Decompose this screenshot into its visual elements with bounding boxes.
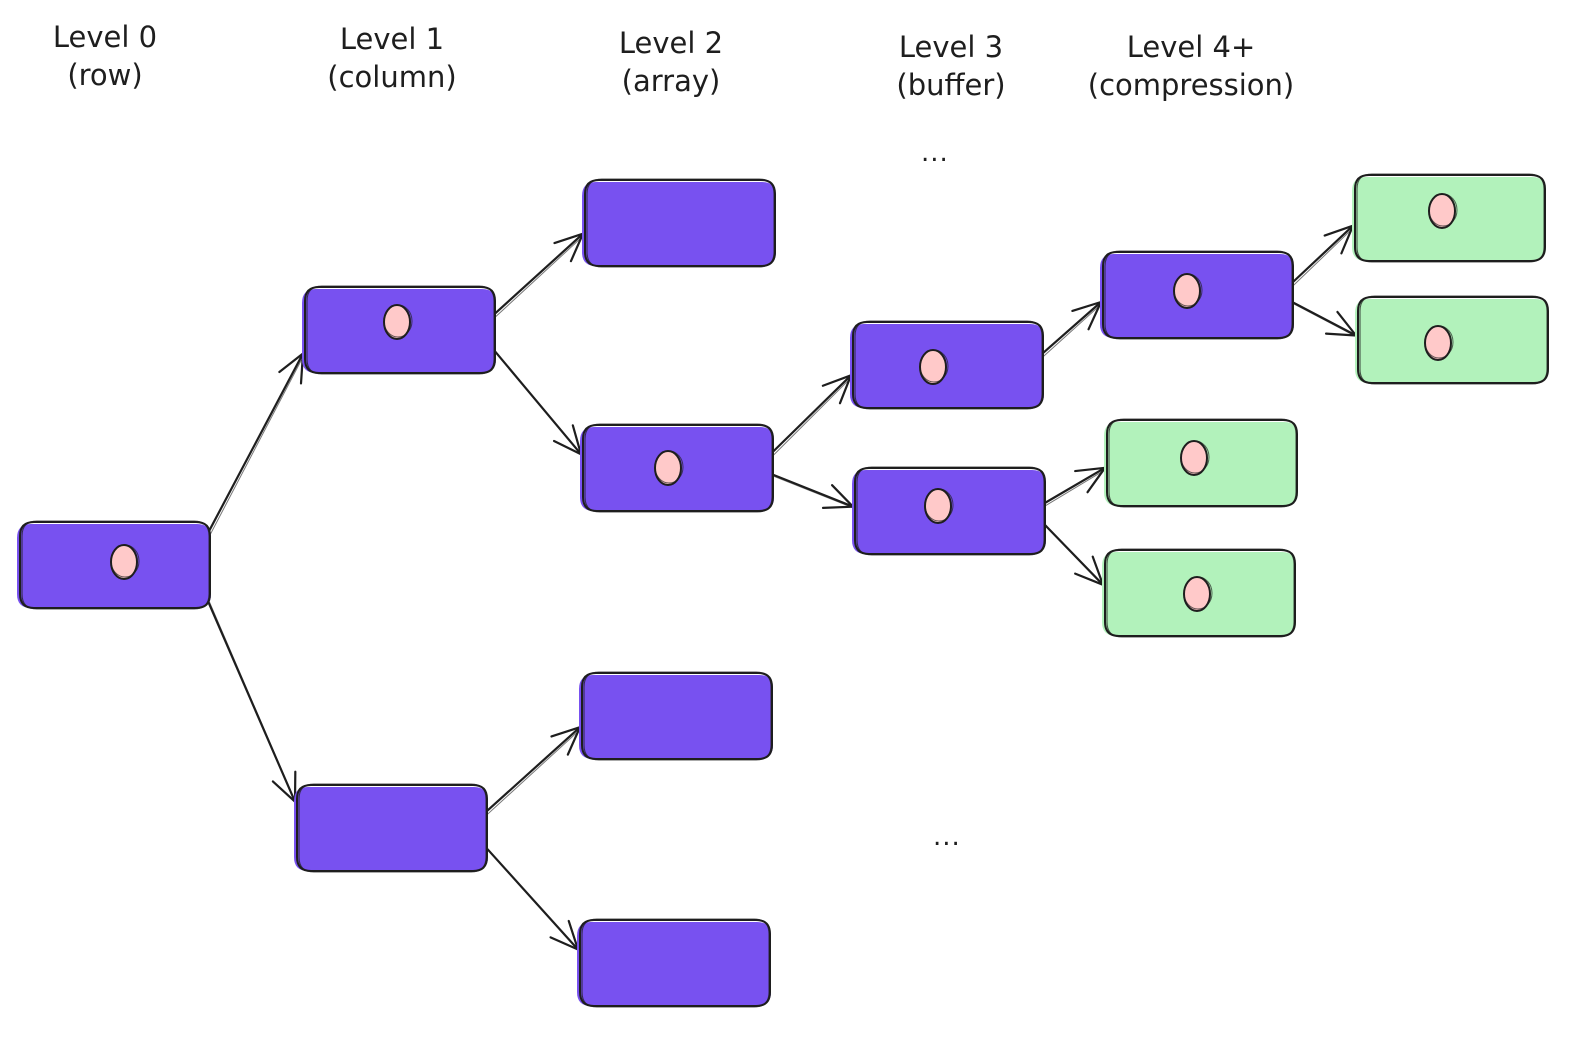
level-0-heading: Level 0 (row) [0, 18, 235, 94]
marker-n5a [1428, 193, 1458, 229]
marker-n4b [1180, 440, 1210, 476]
marker-n5b [1424, 325, 1454, 361]
node-n0 [17, 520, 211, 610]
node-n2b [580, 423, 774, 513]
edge-n2b-n3b [767, 472, 855, 510]
marker-n4a [1173, 273, 1203, 309]
edge-n3a-n4a [1037, 300, 1103, 360]
node-n2d [577, 918, 771, 1008]
nodes-layer [17, 173, 1549, 1008]
marker-n3b [924, 488, 954, 524]
node-n4b [1104, 418, 1298, 508]
node-n3b [852, 466, 1046, 556]
marker-n2b [654, 450, 684, 486]
level-4-heading: Level 4+ (compression) [1061, 28, 1321, 104]
level-3-subtitle: (buffer) [896, 68, 1006, 102]
level-4-subtitle: (compression) [1087, 68, 1295, 102]
node-n1b [294, 783, 488, 873]
node-n4a [1100, 250, 1294, 340]
level-2-heading: Level 2 (array) [541, 24, 801, 100]
edge-n3b-n4c [1039, 519, 1105, 587]
edge-n1a-n2a [489, 232, 585, 320]
edge-n3b-n4b [1039, 466, 1107, 508]
level-1-title: Level 1 [339, 22, 445, 56]
edge-n0-n1b [204, 595, 297, 804]
edge-n1b-n2c [481, 726, 582, 818]
level-1-subtitle: (column) [327, 60, 457, 94]
level-2-title: Level 2 [618, 26, 724, 60]
ellipsis-top: ... [921, 138, 949, 168]
level-2-subtitle: (array) [621, 64, 721, 98]
marker-n1a [383, 304, 413, 340]
edge-n0-n1a [204, 352, 305, 540]
edge-n2b-n3a [767, 374, 853, 459]
level-4-title: Level 4+ [1126, 30, 1256, 64]
node-n3a [850, 320, 1044, 410]
node-n2a [582, 178, 776, 268]
node-n4c [1102, 548, 1296, 638]
marker-n3a [919, 349, 949, 385]
node-n5b [1355, 295, 1549, 385]
node-n5a [1352, 173, 1546, 263]
level-1-heading: Level 1 (column) [262, 20, 522, 96]
edge-n1a-n2b [489, 345, 583, 457]
edge-n1b-n2d [481, 843, 580, 952]
marker-n0 [110, 544, 140, 580]
level-0-title: Level 0 [52, 20, 158, 54]
level-3-title: Level 3 [898, 30, 1004, 64]
marker-n4c [1183, 576, 1213, 612]
node-n2c [579, 671, 773, 761]
node-n1a [302, 285, 496, 375]
level-3-heading: Level 3 (buffer) [821, 28, 1081, 104]
level-0-subtitle: (row) [67, 58, 143, 92]
edge-n4a-n5a [1287, 224, 1355, 289]
ellipsis-bottom: ... [933, 822, 961, 852]
edge-n4a-n5b [1287, 299, 1358, 338]
